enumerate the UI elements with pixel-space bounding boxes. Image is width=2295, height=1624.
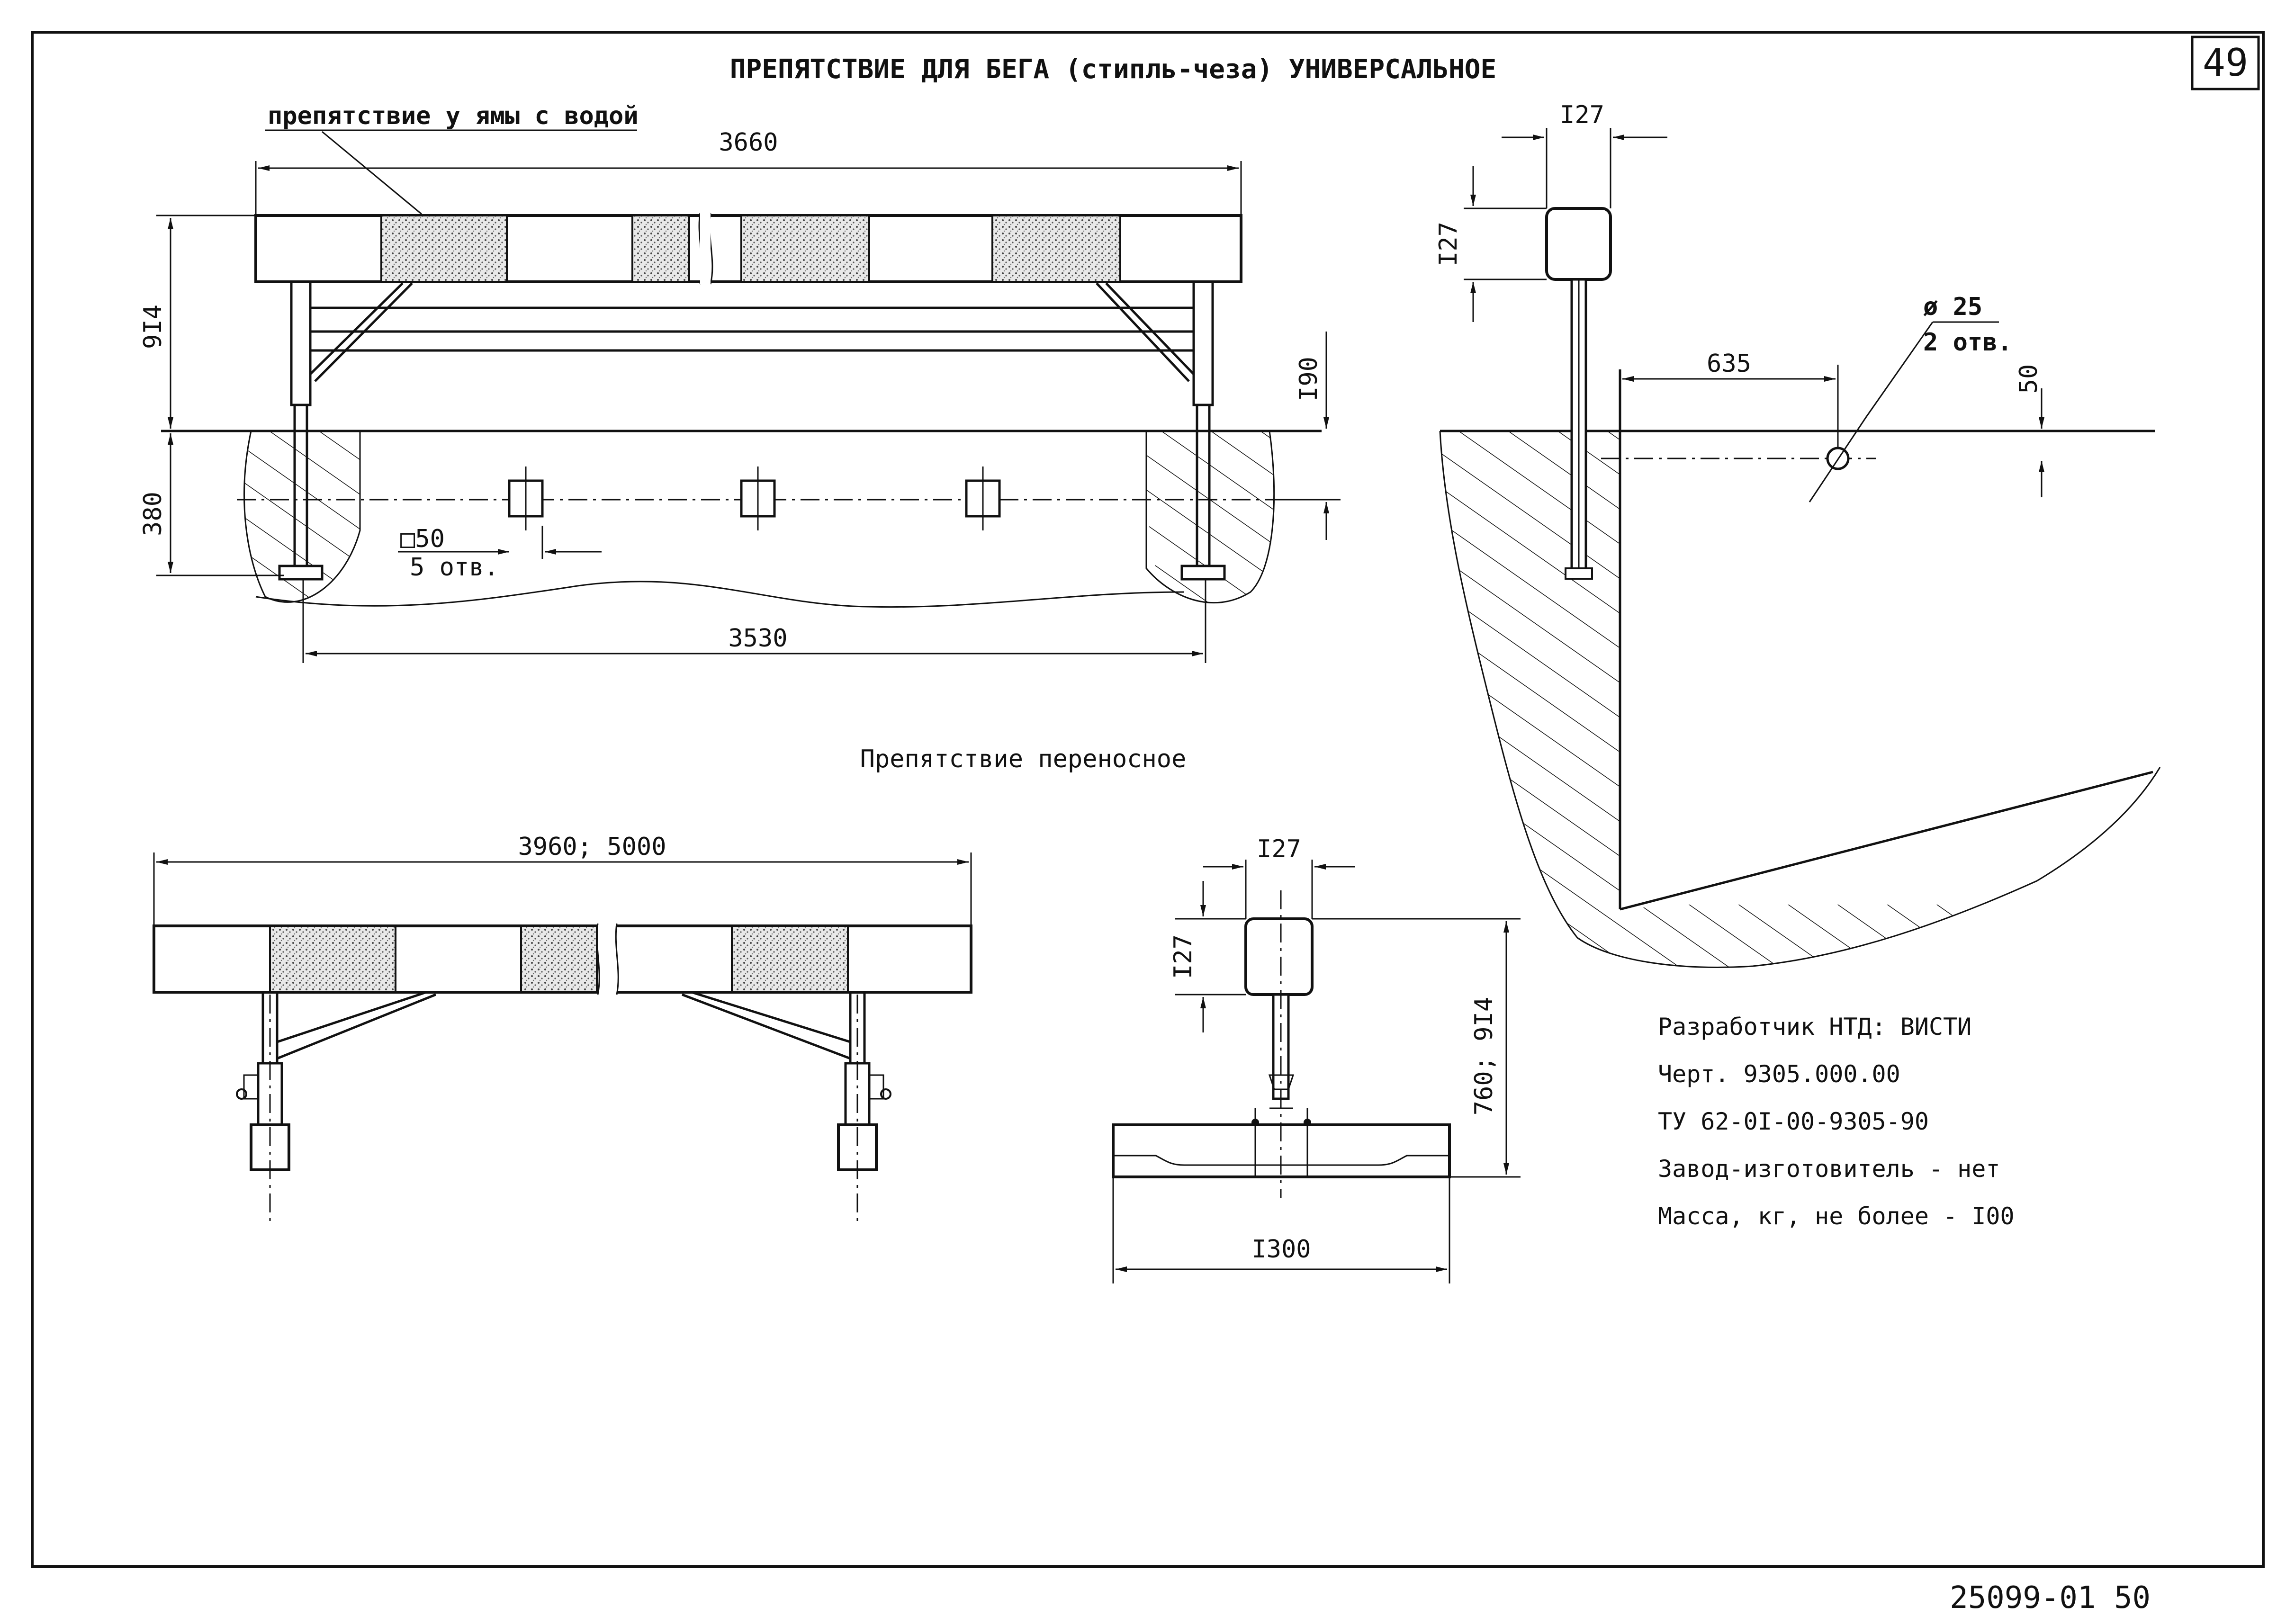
pit-dim-width: I27 (1560, 101, 1604, 129)
portable-obstacle-view (153, 852, 972, 1222)
fixed-dim-height: 9I4 (139, 305, 167, 349)
pit-section-view (1439, 128, 2161, 968)
portable-subtitle: Препятствие переносное (860, 745, 1187, 773)
pit-dim-height: I27 (1434, 222, 1463, 266)
portable-section-dim-height: I27 (1169, 934, 1197, 979)
portable-section-dim-total-height: 760; 9I4 (1470, 997, 1498, 1115)
sheet-frame (31, 31, 2265, 1568)
portable-section-view (1112, 860, 1521, 1283)
spec-tu: ТУ 62-0I-00-9305-90 (1658, 1108, 1929, 1135)
fixed-holes-count: 5 отв. (410, 553, 499, 582)
fixed-dim-holes-height: I90 (1295, 357, 1323, 401)
spec-mass: Масса, кг, не более - I00 (1658, 1202, 2015, 1230)
page-number: 49 (2203, 41, 2248, 85)
drawing-title: ПРЕПЯТСТВИЕ ДЛЯ БЕГА (стипль-чеза) УНИВЕ… (730, 54, 1496, 85)
pit-hole-diameter: ø 25 (1923, 293, 1982, 321)
footer-code: 25099-01 50 (1950, 1580, 2151, 1615)
fixed-dim-post-spacing: 3530 (728, 624, 787, 653)
fixed-holes-size: □50 (400, 525, 445, 553)
portable-section-dim-base-width: I300 (1251, 1235, 1311, 1264)
spec-developer: Разработчик НТД: ВИСТИ (1658, 1013, 1971, 1041)
pit-dim-offset: 635 (1707, 350, 1751, 378)
portable-section-dim-width: I27 (1257, 835, 1301, 863)
portable-dim-length: 3960; 5000 (518, 833, 666, 861)
pit-hole-count: 2 отв. (1923, 328, 2012, 357)
fixed-callout-label: препятствие у ямы с водой (268, 102, 639, 130)
spec-manufacturer: Завод-изготовитель - нет (1658, 1155, 2000, 1183)
fixed-dim-depth: 380 (139, 492, 167, 536)
fixed-obstacle-view (156, 129, 1341, 663)
spec-drawing-number: Черт. 9305.000.00 (1658, 1060, 1900, 1088)
fixed-dim-length: 3660 (719, 128, 778, 157)
pit-dim-hole-depth: 50 (2015, 364, 2043, 394)
